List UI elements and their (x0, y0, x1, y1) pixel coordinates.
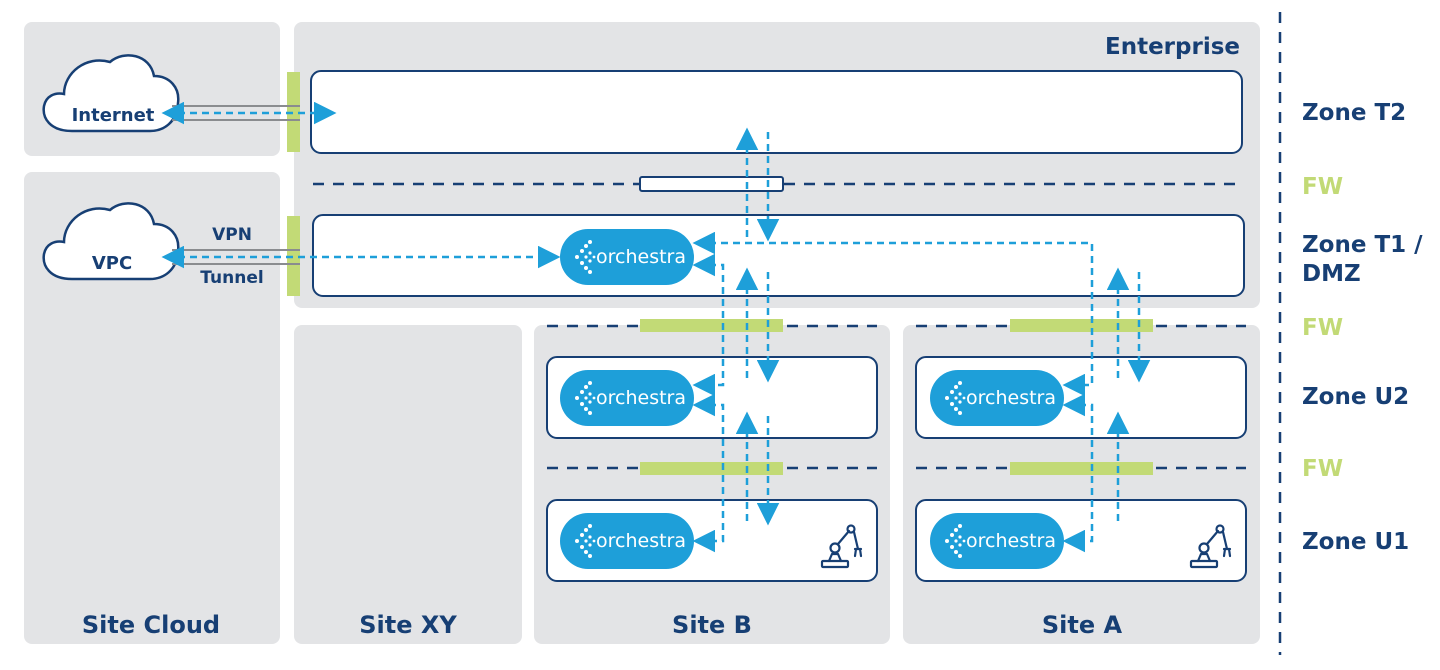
robot-arm-icon (820, 524, 863, 569)
orchestra-pill (560, 229, 694, 285)
site-xy-label: Site XY (359, 611, 457, 639)
tunnel-label: Tunnel (200, 268, 263, 288)
site-b-firewall-u2 (640, 462, 783, 475)
zone-u1-label: Zone U1 (1302, 529, 1409, 555)
orchestra-label: orchestra (596, 387, 686, 409)
vpn-label: VPN (212, 225, 252, 245)
fw-label-2: FW (1302, 315, 1343, 341)
orchestra-dmz: orchestra (560, 229, 694, 285)
orchestra-site-a-u2: orchestra (930, 370, 1064, 426)
vpn-tunnel-link (161, 245, 561, 269)
orchestra-pill (560, 370, 694, 426)
orchestra-label: orchestra (596, 246, 686, 268)
orchestra-logo-icon (945, 524, 966, 558)
fw-label-1: FW (1302, 174, 1343, 200)
orchestra-pill (560, 513, 694, 569)
site-a-firewall-u2 (1010, 462, 1153, 475)
internet-link (161, 101, 337, 125)
fw-label-3: FW (1302, 456, 1343, 482)
data-flow-arrows (692, 127, 1151, 553)
vpc-label: VPC (92, 253, 132, 274)
orchestra-logo-icon (575, 524, 596, 558)
enterprise-firewall-gap (639, 176, 784, 192)
site-cloud-label: Site Cloud (82, 611, 220, 639)
orchestra-site-b-u2: orchestra (560, 370, 694, 426)
site-xy-panel (294, 325, 522, 644)
zone-t2-label: Zone T2 (1302, 100, 1406, 126)
orchestra-logo-icon (575, 381, 596, 415)
orchestra-label: orchestra (596, 530, 686, 552)
orchestra-label: orchestra (966, 530, 1056, 552)
zone-t1-box (312, 214, 1245, 297)
orchestra-label: orchestra (966, 387, 1056, 409)
robot-arm-icon (1189, 524, 1232, 569)
site-cloud-panel (24, 172, 280, 644)
orchestra-logo-icon (575, 240, 596, 274)
internet-label: Internet (72, 105, 155, 126)
enterprise-label: Enterprise (1105, 34, 1240, 60)
site-a-firewall-dmz (1010, 319, 1153, 332)
orchestra-pill (930, 370, 1064, 426)
zone-t1-label-line1: Zone T1 / (1302, 232, 1423, 258)
site-b-label: Site B (672, 611, 752, 639)
site-b-firewall-dmz (640, 319, 783, 332)
zone-t2-box (310, 70, 1243, 154)
site-a-label: Site A (1042, 611, 1123, 639)
orchestra-pill (930, 513, 1064, 569)
zone-t1-label-line2: DMZ (1302, 261, 1361, 287)
internet-cloud-icon: Internet (42, 54, 180, 133)
orchestra-logo-icon (945, 381, 966, 415)
orchestra-site-b-u1: orchestra (560, 513, 694, 569)
zone-u2-label: Zone U2 (1302, 384, 1409, 410)
orchestra-site-a-u1: orchestra (930, 513, 1064, 569)
